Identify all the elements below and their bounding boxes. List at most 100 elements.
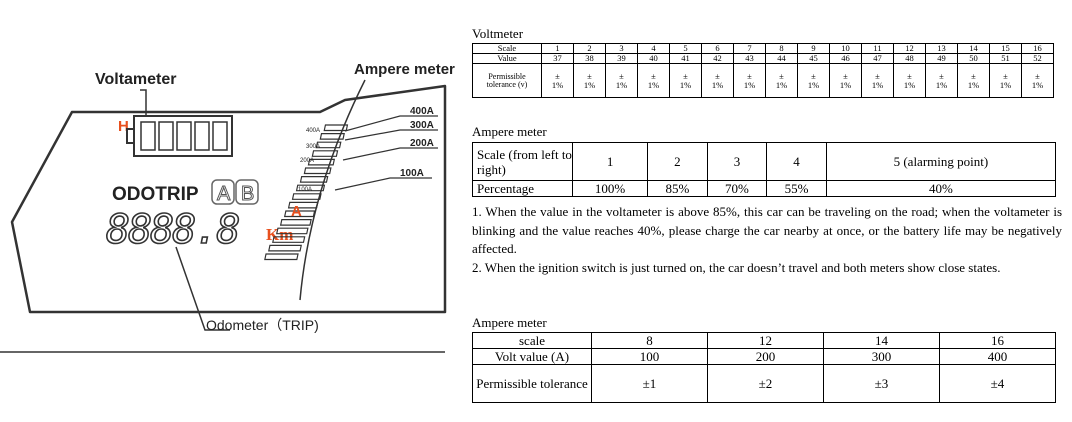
voltmeter-value-cell-9: 45 <box>797 53 830 64</box>
odometer-digits: 8888.8 <box>106 207 239 253</box>
tolerance-sign: ± <box>1003 70 1008 81</box>
note-1: 1. When the value in the voltameter is a… <box>472 204 1062 256</box>
voltmeter-scale-cell-15: 15 <box>989 43 1022 54</box>
tolerance-sign: ± <box>875 70 880 81</box>
voltmeter-value-cell-11: 47 <box>861 53 894 64</box>
voltmeter-scale-cell-9: 9 <box>797 43 830 54</box>
tolerance-sign: ± <box>1035 70 1040 81</box>
ampere-scale-cell-4: 4 <box>766 142 827 181</box>
ampere-scale-cell-2: 2 <box>647 142 708 181</box>
h-indicator: H <box>118 118 129 135</box>
voltmeter-scale-cell-13: 13 <box>925 43 958 54</box>
callout-400a <box>344 115 438 132</box>
a-indicator: A <box>291 203 302 220</box>
tolerance-value: 1% <box>679 79 692 90</box>
voltmeter-tolerance-cell-16: ±1% <box>1021 63 1054 98</box>
voltmeter-value-cell-10: 46 <box>829 53 862 64</box>
ampere2-volt-cell-1: 100 <box>591 348 708 365</box>
ampere-bar-segment <box>311 150 339 157</box>
ampere-bar-segment <box>279 219 312 226</box>
tolerance-sign: ± <box>683 70 688 81</box>
odometer-leader <box>175 246 230 331</box>
trip-b-indicator: B <box>235 179 259 206</box>
dashboard-outline <box>10 84 447 314</box>
ampere-scale-cell-3: 3 <box>706 142 768 181</box>
tolerance-value: 1% <box>839 79 852 90</box>
ampere2-tolerance-row: Permissible tolerance ±1±2±3±4 <box>472 364 1056 403</box>
voltmeter-scale-cell-7: 7 <box>733 43 766 54</box>
voltmeter-tolerance-cell-15: ±1% <box>989 63 1022 98</box>
callout-100a <box>334 177 432 191</box>
voltmeter-scale-cell-3: 3 <box>605 43 638 54</box>
tolerance-sign: ± <box>715 70 720 81</box>
tolerance-value: 1% <box>935 79 948 90</box>
callout-300a <box>344 129 438 141</box>
voltmeter-tolerance-cell-11: ±1% <box>861 63 894 98</box>
voltmeter-value-cell-16: 52 <box>1021 53 1054 64</box>
tolerance-value: 1% <box>743 79 756 90</box>
voltmeter-value-cell-1: 37 <box>541 53 574 64</box>
callout-label-100a: 100A <box>400 168 424 179</box>
tolerance-sign: ± <box>747 70 752 81</box>
tolerance-value: 1% <box>711 79 724 90</box>
voltmeter-value-cell-8: 44 <box>765 53 798 64</box>
ampere-bar-segment <box>268 244 302 252</box>
row-header-tolerance: Permissible tolerance (v) <box>472 63 542 98</box>
bar-label-300a: 300A <box>306 144 320 150</box>
odometer-label: Odometer（TRIP) <box>206 317 319 333</box>
ampere-bar-segment <box>307 158 336 166</box>
callout-label-200a: 200A <box>410 138 434 149</box>
voltmeter-value-cell-12: 48 <box>893 53 926 64</box>
ampere-bar-segment <box>283 210 316 218</box>
ampere-meter-arc <box>299 79 366 301</box>
voltmeter-value-cell-4: 40 <box>637 53 670 64</box>
ampere-bar-segment <box>315 141 342 149</box>
trip-a-letter: A <box>217 183 231 205</box>
callout-label-300a: 300A <box>410 120 434 131</box>
ampere2-tolerance-cell-1: ±1 <box>591 364 708 403</box>
ampere-meter-label: Ampere meter <box>354 61 455 78</box>
voltameter-leader <box>140 89 147 115</box>
voltmeter-value-cell-3: 39 <box>605 53 638 64</box>
tolerance-value: 1% <box>903 79 916 90</box>
ampere-percentage-row: Percentage 100%85%70%55%40% <box>472 180 1057 197</box>
row-header-scale: Scale <box>472 43 542 54</box>
ampere2-tolerance-header: Permissible tolerance <box>472 364 592 403</box>
battery-icon <box>126 115 233 157</box>
voltmeter-scale-cell-8: 8 <box>765 43 798 54</box>
tolerance-value: 1% <box>1031 79 1044 90</box>
ampere-percentage-cell-1: 100% <box>571 180 649 197</box>
ampere2-scale-header: scale <box>472 332 592 349</box>
tolerance-value: 1% <box>999 79 1012 90</box>
voltmeter-scale-cell-12: 12 <box>893 43 926 54</box>
tolerance-sign: ± <box>939 70 944 81</box>
ampere2-tolerance-cell-2: ±2 <box>707 364 824 403</box>
ampere-percentage-cell-5: 40% <box>825 180 1057 197</box>
ampere-bar-segment <box>319 133 345 140</box>
trip-a-indicator: A <box>211 179 235 206</box>
voltmeter-scale-cell-1: 1 <box>541 43 574 54</box>
ampere2-tolerance-cell-3: ±3 <box>823 364 940 403</box>
voltmeter-value-cell-6: 42 <box>701 53 734 64</box>
tolerance-value: 1% <box>647 79 660 90</box>
tolerance-value: 1% <box>967 79 980 90</box>
odotrip-label: ODOTRIP <box>112 184 199 205</box>
ampere-table-2-title: Ampere meter <box>472 315 547 330</box>
ampere-bar-segment <box>264 253 299 261</box>
ampere-percentage-cell-3: 70% <box>706 180 768 197</box>
tolerance-sign: ± <box>619 70 624 81</box>
bar-label-100a: 100A <box>298 187 312 193</box>
voltmeter-value-cell-13: 49 <box>925 53 958 64</box>
ampere-bar-segment <box>295 184 326 192</box>
ampere-bar-segment <box>299 176 329 183</box>
tolerance-sign: ± <box>811 70 816 81</box>
tolerance-value: 1% <box>775 79 788 90</box>
ampere-bar-segment <box>287 201 319 209</box>
voltmeter-value-cell-15: 51 <box>989 53 1022 64</box>
voltameter-label: Voltameter <box>95 71 177 88</box>
bar-label-400a: 400A <box>306 128 320 134</box>
